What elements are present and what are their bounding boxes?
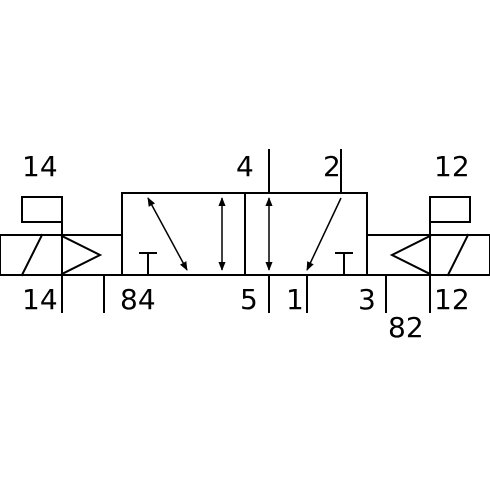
solenoid-right-coil [446,233,470,277]
solenoid-right [366,234,490,276]
solenoid-right-triangle [389,234,432,276]
label-solenoid-left-top: 14 [22,150,58,183]
manual-override-left [21,196,63,223]
flow-arrow-diagonal-left [147,197,188,271]
label-port-5: 5 [240,283,258,316]
manual-override-right [429,196,471,223]
label-pilot-84: 84 [120,283,156,316]
solenoid-left-coil [20,233,44,277]
flow-arrow-diagonal-right [306,197,342,271]
solenoid-left-triangle [60,234,103,276]
label-pilot-82: 82 [388,311,424,344]
label-solenoid-left-bottom: 14 [22,283,58,316]
label-solenoid-right-top: 12 [434,150,470,183]
label-port-1: 1 [286,283,304,316]
label-solenoid-right-bottom: 12 [434,283,470,316]
label-port-4: 4 [236,150,254,183]
label-port-2: 2 [323,150,341,183]
label-port-3: 3 [358,283,376,316]
